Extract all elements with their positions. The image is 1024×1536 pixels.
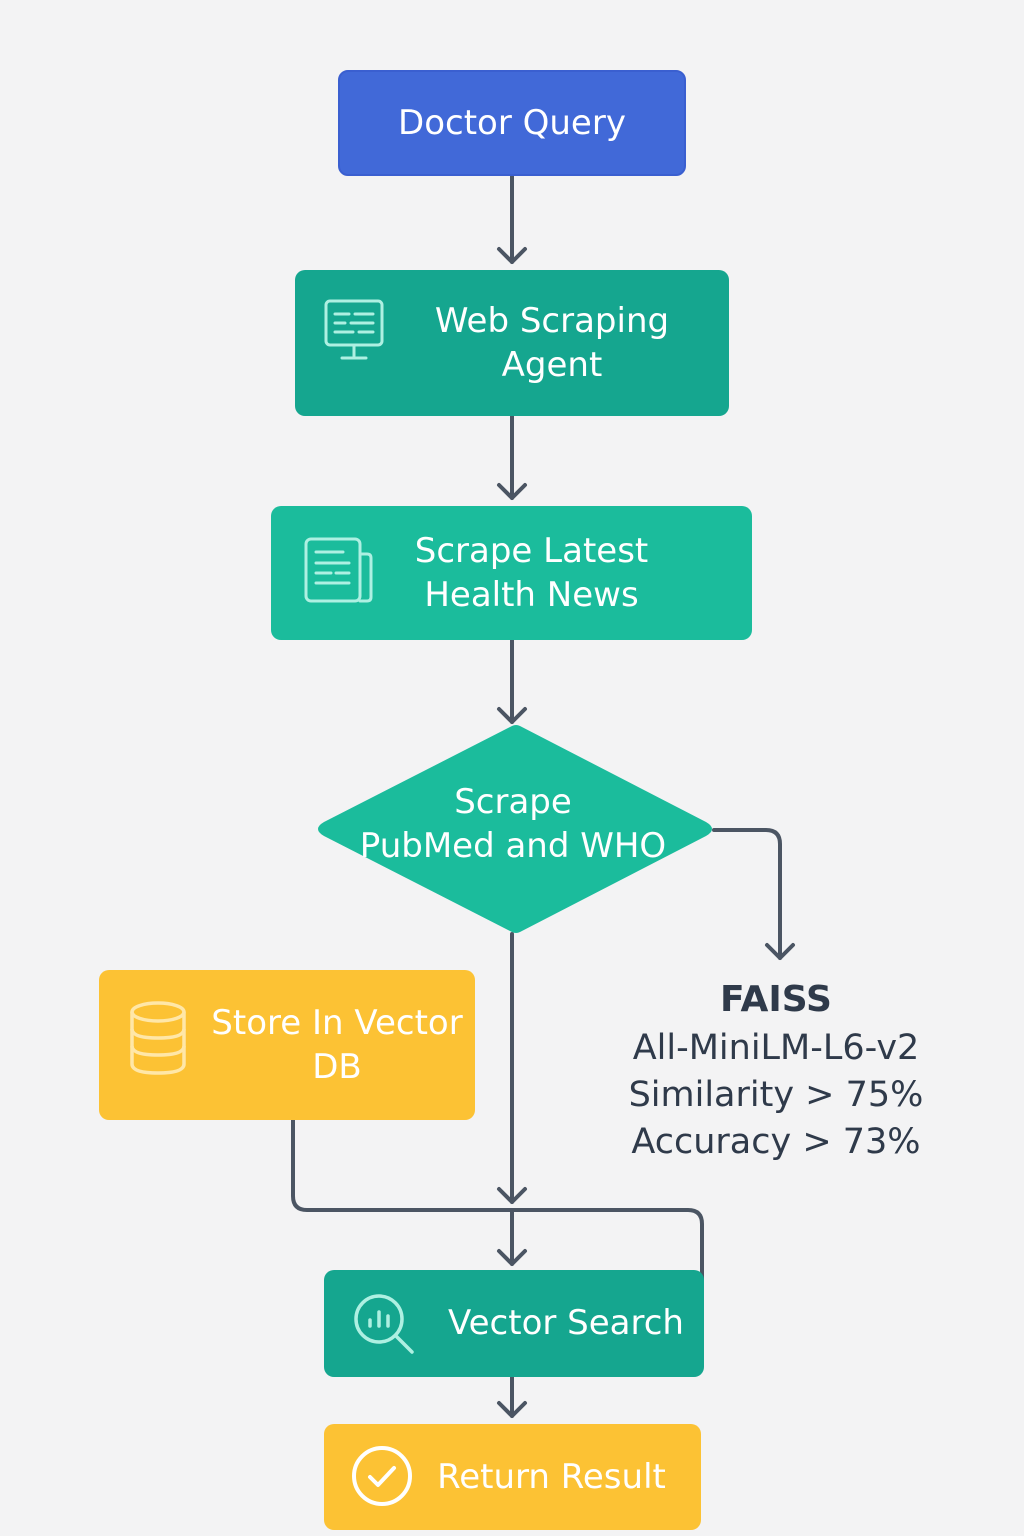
connector-pubmed-to-faiss [712,828,782,960]
return-result-label: Return Result [437,1456,666,1497]
vector-search-node[interactable]: Vector Search [324,1270,704,1377]
arrowhead-pubmed [497,707,527,724]
scrape-latest-news-label: Scrape Latest Health News [414,530,649,615]
database-icon [129,1000,187,1076]
faiss-model: All-MiniLM-L6-v2 [632,1027,920,1068]
faiss-note: FAISS All-MiniLM-L6-v2 Similarity > 75% … [600,976,952,1166]
return-result-node[interactable]: Return Result [324,1424,701,1530]
arrowhead-faiss [765,943,795,960]
scrape-pubmed-who-node[interactable] [308,722,718,936]
web-scraping-agent-node[interactable]: Web Scraping Agent [295,270,729,416]
monitor-icon [323,298,385,364]
store-vector-db-node[interactable]: Store In Vector DB [99,970,475,1120]
search-chart-icon [352,1292,418,1356]
arrowhead-search [497,1249,527,1266]
doctor-query-label: Doctor Query [398,102,626,143]
faiss-similarity: Similarity > 75% [628,1074,924,1115]
scrape-pubmed-who-label: Scrape PubMed and WHO [359,782,667,867]
store-vector-db-label: Store In Vector DB [211,1002,463,1087]
connector-store-to-merge [291,1118,704,1282]
faiss-title: FAISS [720,979,832,1020]
arrowhead-agent [497,247,527,264]
newspaper-icon [303,536,375,606]
arrowhead-merge [497,1187,527,1204]
check-circle-icon [350,1444,414,1508]
faiss-accuracy: Accuracy > 73% [631,1122,921,1163]
doctor-query-node[interactable]: Doctor Query [338,70,686,176]
arrowhead-news [497,483,527,500]
arrowhead-result [497,1401,527,1418]
web-scraping-agent-label: Web Scraping Agent [434,300,670,385]
scrape-latest-news-node[interactable]: Scrape Latest Health News [271,506,752,640]
vector-search-label: Vector Search [448,1303,684,1344]
